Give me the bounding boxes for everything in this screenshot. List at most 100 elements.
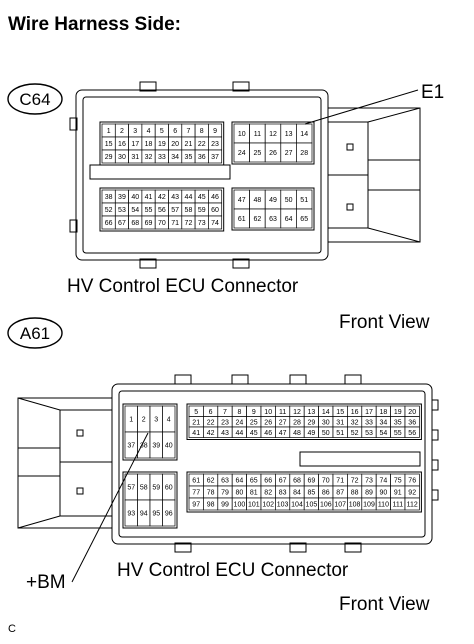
pin-number: 24 — [238, 150, 246, 157]
pin-number: 29 — [308, 419, 316, 426]
pin-number: 59 — [198, 207, 206, 214]
corner-mark: C — [8, 623, 16, 635]
pin-number: 83 — [279, 490, 287, 497]
pin-number: 38 — [140, 443, 148, 450]
pin-number: 7 — [223, 409, 227, 416]
connector-housing — [17, 374, 439, 553]
pin-number: 10 — [264, 409, 272, 416]
pin-number: 59 — [152, 485, 160, 492]
pin-number: 16 — [118, 141, 126, 148]
pin-number: 27 — [279, 419, 287, 426]
pin-number: 41 — [192, 430, 200, 437]
pin-number: 21 — [192, 419, 200, 426]
pin-cell — [404, 497, 420, 511]
pin-number: 64 — [236, 478, 244, 485]
pin-number: 51 — [300, 197, 308, 204]
callout-label: E1 — [421, 82, 444, 103]
pin-number: 82 — [264, 490, 272, 497]
pin-block-frame — [122, 471, 178, 529]
pin-number: 74 — [380, 478, 388, 485]
pin-number: 32 — [145, 154, 153, 161]
pin-number: 62 — [254, 216, 262, 223]
pin-number: 5 — [194, 409, 198, 416]
pin-number: 72 — [185, 220, 193, 227]
pin-number: 42 — [207, 430, 215, 437]
pin-cell — [404, 426, 420, 438]
pin-number: 5 — [160, 128, 164, 135]
pin-number: 33 — [158, 154, 166, 161]
pin-number: 13 — [285, 131, 293, 138]
pin-number: 3 — [133, 128, 137, 135]
pin-number: 58 — [185, 207, 193, 214]
pin-block-frame — [186, 471, 422, 513]
pin-number: 110 — [378, 502, 389, 509]
pin-number: 17 — [365, 409, 373, 416]
pin-number: 8 — [237, 409, 241, 416]
pin-number: 40 — [165, 443, 173, 450]
pin-number: 24 — [236, 419, 244, 426]
pin-number: 44 — [185, 194, 193, 201]
pin-cell — [208, 149, 223, 164]
pin-number: 54 — [380, 430, 388, 437]
pin-number: 65 — [300, 216, 308, 223]
pin-number: 30 — [118, 154, 126, 161]
pin-number: 14 — [300, 131, 308, 138]
pin-number: 7 — [186, 128, 190, 135]
pin-number: 44 — [236, 430, 244, 437]
pin-number: 64 — [285, 216, 293, 223]
pin-number: 2 — [120, 128, 124, 135]
pin-block-frame — [99, 187, 225, 232]
pin-number: 35 — [185, 154, 193, 161]
pin-number: 53 — [118, 207, 126, 214]
pin-block-frame — [231, 187, 315, 231]
pin-number: 22 — [207, 419, 215, 426]
pin-cell — [296, 142, 313, 163]
pin-number: 57 — [171, 207, 179, 214]
pin-number: 18 — [380, 409, 388, 416]
pin-number: 31 — [336, 419, 344, 426]
pin-number: 19 — [394, 409, 402, 416]
pin-number: 17 — [131, 141, 139, 148]
pin-number: 52 — [351, 430, 359, 437]
pin-cell — [208, 215, 223, 230]
pin-number: 19 — [158, 141, 166, 148]
pin-number: 15 — [336, 409, 344, 416]
connector-caption: HV Control ECU Connector — [67, 276, 299, 297]
pin-number: 71 — [336, 478, 344, 485]
pin-number: 99 — [221, 502, 229, 509]
pin-number: 89 — [365, 490, 373, 497]
pin-number: 23 — [211, 141, 219, 148]
pin-number: 11 — [254, 131, 261, 138]
pin-number: 20 — [408, 409, 416, 416]
pin-number: 8 — [200, 128, 204, 135]
pin-number: 56 — [408, 430, 416, 437]
pin-number: 96 — [165, 511, 173, 518]
pin-number: 21 — [185, 141, 193, 148]
pin-number: 43 — [171, 194, 179, 201]
pin-number: 70 — [322, 478, 330, 485]
pin-number: 87 — [336, 490, 344, 497]
pin-number: 35 — [394, 419, 402, 426]
pin-number: 10 — [238, 131, 246, 138]
pin-number: 34 — [380, 419, 388, 426]
pin-number: 91 — [394, 490, 402, 497]
pin-number: 23 — [221, 419, 229, 426]
pin-number: 18 — [145, 141, 153, 148]
pin-number: 97 — [192, 502, 200, 509]
pin-number: 9 — [252, 409, 256, 416]
pin-number: 25 — [254, 150, 262, 157]
pin-number: 1 — [129, 417, 133, 424]
pin-number: 88 — [351, 490, 359, 497]
pin-number: 27 — [285, 150, 293, 157]
pin-number: 56 — [158, 207, 166, 214]
pin-number: 50 — [285, 197, 293, 204]
pin-number: 90 — [380, 490, 388, 497]
pin-number: 85 — [308, 490, 316, 497]
pin-number: 70 — [158, 220, 166, 227]
diagram-title: Wire Harness Side: — [8, 14, 181, 35]
pin-number: 28 — [300, 150, 308, 157]
pin-number: 104 — [291, 502, 303, 509]
pin-number: 26 — [269, 150, 277, 157]
pin-number: 22 — [198, 141, 206, 148]
